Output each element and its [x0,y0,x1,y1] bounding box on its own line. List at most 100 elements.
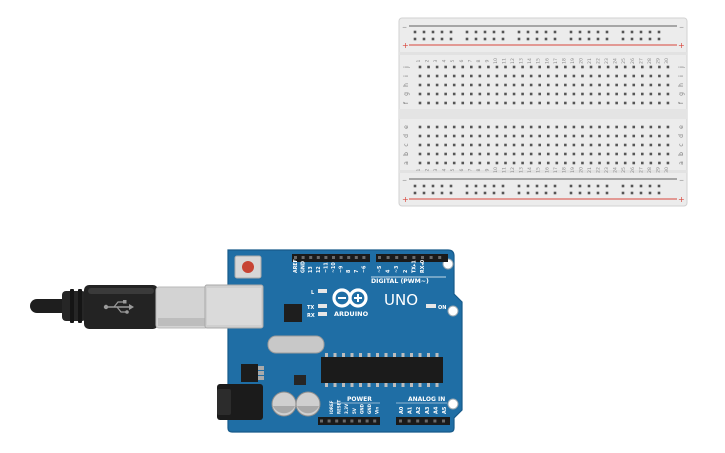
breadboard-hole[interactable] [512,83,516,87]
reset-button-cap[interactable] [242,261,254,273]
breadboard-hole[interactable] [572,152,576,156]
breadboard-hole[interactable] [615,92,618,96]
breadboard-hole[interactable] [564,161,567,165]
breadboard-hole[interactable] [487,134,490,138]
breadboard-hole[interactable] [606,143,610,147]
breadboard-hole[interactable] [427,134,430,138]
rail-hole[interactable] [596,37,600,41]
rail-hole[interactable] [413,191,417,195]
breadboard-hole[interactable] [512,101,516,105]
breadboard-hole[interactable] [435,83,439,87]
rail-hole[interactable] [630,37,634,41]
breadboard-hole[interactable] [418,74,422,78]
breadboard-hole[interactable] [623,101,627,105]
header-pin[interactable] [429,256,433,259]
power-header[interactable] [318,417,380,425]
breadboard-hole[interactable] [444,125,447,129]
rail-hole[interactable] [449,184,453,188]
breadboard-hole[interactable] [461,161,465,165]
breadboard-hole[interactable] [452,74,456,78]
breadboard-hole[interactable] [538,101,541,105]
breadboard-hole[interactable] [504,65,507,69]
rail-hole[interactable] [639,30,643,34]
breadboard-hole[interactable] [495,101,499,105]
breadboard-hole[interactable] [632,143,636,147]
breadboard-hole[interactable] [564,134,567,138]
rail-hole[interactable] [501,30,505,34]
breadboard-hole[interactable] [641,161,644,165]
breadboard-hole[interactable] [564,101,567,105]
breadboard-hole[interactable] [641,101,644,105]
breadboard-hole[interactable] [615,74,618,78]
breadboard-hole[interactable] [632,74,636,78]
rail-hole[interactable] [639,191,643,195]
breadboard-hole[interactable] [521,101,524,105]
rail-hole[interactable] [596,30,600,34]
header-pin[interactable] [354,256,358,259]
breadboard-hole[interactable] [606,152,610,156]
rail-hole[interactable] [578,191,582,195]
breadboard-hole[interactable] [606,83,610,87]
breadboard-hole[interactable] [564,65,567,69]
breadboard-hole[interactable] [538,143,541,147]
rail-hole[interactable] [492,37,496,41]
rail-hole[interactable] [621,191,625,195]
breadboard-hole[interactable] [606,134,610,138]
breadboard-hole[interactable] [623,134,627,138]
breadboard-hole[interactable] [572,134,576,138]
breadboard-hole[interactable] [641,134,644,138]
breadboard-hole[interactable] [427,161,430,165]
breadboard-hole[interactable] [478,161,482,165]
breadboard-hole[interactable] [658,101,661,105]
breadboard-hole[interactable] [589,134,593,138]
rail-hole[interactable] [413,30,417,34]
breadboard-hole[interactable] [615,101,618,105]
breadboard-hole[interactable] [512,125,516,129]
breadboard-hole[interactable] [555,83,559,87]
rail-hole[interactable] [535,184,539,188]
breadboard-hole[interactable] [615,65,618,69]
breadboard-hole[interactable] [581,101,584,105]
breadboard-hole[interactable] [512,65,516,69]
breadboard-hole[interactable] [538,161,541,165]
breadboard-hole[interactable] [658,161,661,165]
breadboard-hole[interactable] [632,65,636,69]
rail-hole[interactable] [501,191,505,195]
breadboard-hole[interactable] [581,134,584,138]
breadboard-hole[interactable] [572,83,576,87]
breadboard-hole[interactable] [598,125,601,129]
rail-hole[interactable] [422,191,426,195]
breadboard-hole[interactable] [666,74,670,78]
breadboard-hole[interactable] [529,83,533,87]
breadboard-hole[interactable] [572,65,576,69]
breadboard-hole[interactable] [555,134,559,138]
rail-hole[interactable] [657,37,661,41]
breadboard-hole[interactable] [435,65,439,69]
breadboard-hole[interactable] [555,92,559,96]
breadboard-hole[interactable] [538,152,541,156]
breadboard-hole[interactable] [487,125,490,129]
breadboard-hole[interactable] [615,134,618,138]
breadboard-hole[interactable] [435,143,439,147]
breadboard-hole[interactable] [546,83,550,87]
rail-hole[interactable] [483,30,487,34]
breadboard-hole[interactable] [418,143,422,147]
breadboard-hole[interactable] [444,83,447,87]
breadboard-hole[interactable] [478,92,482,96]
breadboard-hole[interactable] [555,152,559,156]
breadboard-hole[interactable] [470,101,473,105]
breadboard-hole[interactable] [641,152,644,156]
breadboard-hole[interactable] [546,74,550,78]
breadboard-hole[interactable] [546,143,550,147]
breadboard-hole[interactable] [495,152,499,156]
breadboard-hole[interactable] [461,74,465,78]
breadboard-hole[interactable] [504,125,507,129]
breadboard-hole[interactable] [589,152,593,156]
breadboard-hole[interactable] [427,143,430,147]
breadboard-hole[interactable] [641,65,644,69]
rail-hole[interactable] [553,184,557,188]
rail-hole[interactable] [605,37,609,41]
breadboard-hole[interactable] [461,65,465,69]
breadboard-hole[interactable] [538,92,541,96]
breadboard-hole[interactable] [598,101,601,105]
